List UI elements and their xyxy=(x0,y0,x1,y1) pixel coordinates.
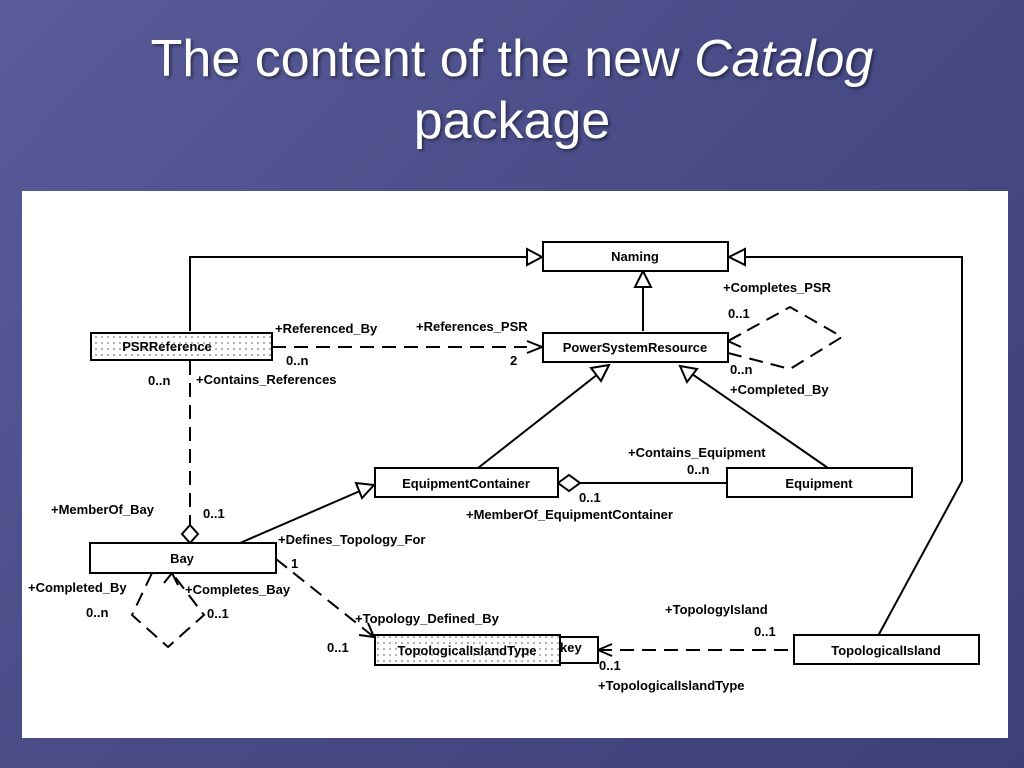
ec-aggregation-diamond xyxy=(556,473,582,493)
mult-contains-references: 0..n xyxy=(148,373,170,388)
class-equipment: Equipment xyxy=(726,467,913,498)
mult-topology-island: 0..1 xyxy=(754,624,776,639)
class-psr-reference: PSRReference xyxy=(90,332,273,361)
uml-diagram: Naming PowerSystemResource PSRReference … xyxy=(28,241,980,693)
class-psr: PowerSystemResource xyxy=(542,332,729,363)
psrref-naming-generalization xyxy=(189,256,527,331)
role-referenced-by: +Referenced_By xyxy=(275,321,378,336)
role-contains-equipment: +Contains_Equipment xyxy=(628,445,766,460)
class-equipment-box xyxy=(726,467,913,498)
class-psr-label: PowerSystemResource xyxy=(563,340,708,355)
slide-title: The content of the new Catalog package xyxy=(0,28,1024,152)
role-completes-psr: +Completes_PSR xyxy=(723,280,832,295)
title-line-2: package xyxy=(413,92,611,150)
psrref-bay-diamond xyxy=(180,523,200,545)
role-bay-completed-by: +Completed_By xyxy=(28,580,127,595)
equipment-psr-generalization xyxy=(691,373,829,469)
class-topological-island-type-box xyxy=(374,634,561,666)
role-topological-island-type: +TopologicalIslandType xyxy=(598,678,745,693)
class-equipment-label: Equipment xyxy=(785,476,853,491)
role-contains-references: +Contains_References xyxy=(196,372,337,387)
class-naming: Naming xyxy=(542,241,729,272)
psr-naming-arrowhead xyxy=(633,268,653,288)
class-psr-reference-box xyxy=(90,332,273,361)
psrref-naming-arrowhead xyxy=(526,247,545,267)
title-line-1: The content of the new Catalog xyxy=(0,28,1024,90)
role-topology-defined-by: +Topology_Defined_By xyxy=(355,611,500,626)
psrref-psr-arrow xyxy=(526,340,545,354)
mult-bay-completed-by: 0..n xyxy=(86,605,108,620)
title-main: The content of the new xyxy=(150,30,695,88)
class-bay-box xyxy=(89,542,277,574)
role-member-of-ec: +MemberOf_EquipmentContainer xyxy=(466,507,673,522)
title-italic: Catalog xyxy=(694,30,874,88)
uml-diagram-panel: Naming PowerSystemResource PSRReference … xyxy=(22,191,1008,738)
psr-self-arrow xyxy=(725,333,742,348)
class-bay: Bay xyxy=(89,542,277,574)
class-psr-reference-label: PSRReference xyxy=(122,339,212,354)
role-completed-by: +Completed_By xyxy=(730,382,829,397)
mult-defines-topology-for: 1 xyxy=(291,556,298,571)
class-equipment-container-label: EquipmentContainer xyxy=(402,476,530,491)
ec-psr-generalization xyxy=(477,373,599,469)
bay-ec-arrowhead xyxy=(354,481,377,500)
bay-ec-generalization xyxy=(239,490,361,544)
mult-topological-island-type: 0..1 xyxy=(599,658,621,673)
mult-completes-psr: 0..1 xyxy=(728,306,750,321)
mult-completed-by: 0..n xyxy=(730,362,752,377)
equipment-psr-arrowhead xyxy=(678,364,699,384)
bay-self-arrow xyxy=(163,571,179,586)
mult-bay-completes-bay: 0..1 xyxy=(207,606,229,621)
class-equipment-container-box xyxy=(374,467,559,498)
class-naming-box xyxy=(542,241,729,272)
mult-contains-equipment: 0..n xyxy=(687,462,709,477)
psr-self-association xyxy=(727,305,844,371)
ec-psr-arrowhead xyxy=(589,363,611,383)
topoisland-naming-generalization xyxy=(745,256,963,637)
role-member-of-bay: +MemberOf_Bay xyxy=(51,502,155,517)
mult-topology-defined-by: 0..1 xyxy=(327,640,349,655)
class-bay-label: Bay xyxy=(170,551,195,566)
class-equipment-container: EquipmentContainer xyxy=(374,467,559,498)
topoisland-naming-arrowhead xyxy=(726,247,746,267)
mult-member-of-bay: 0..1 xyxy=(203,506,225,521)
class-topological-island-box xyxy=(793,634,980,665)
role-bay-completes-bay: +Completes_Bay xyxy=(185,582,291,597)
mult-references-psr: 2 xyxy=(510,353,517,368)
key-fragment-label: key xyxy=(560,640,582,655)
class-topological-island-type: key TopologicalIslandType xyxy=(374,634,599,666)
class-psr-box xyxy=(542,332,729,363)
role-defines-topology-for: +Defines_Topology_For xyxy=(278,532,425,547)
mult-referenced-by: 0..n xyxy=(286,353,308,368)
role-topology-island: +TopologyIsland xyxy=(665,602,768,617)
role-references-psr: +References_PSR xyxy=(416,319,528,334)
bay-self-association xyxy=(130,572,206,649)
class-naming-label: Naming xyxy=(611,249,659,264)
class-topological-island-type-label: TopologicalIslandType xyxy=(398,643,537,658)
mult-member-of-ec: 0..1 xyxy=(579,490,601,505)
class-topological-island-label: TopologicalIsland xyxy=(831,643,941,658)
class-topological-island: TopologicalIsland xyxy=(793,634,980,665)
